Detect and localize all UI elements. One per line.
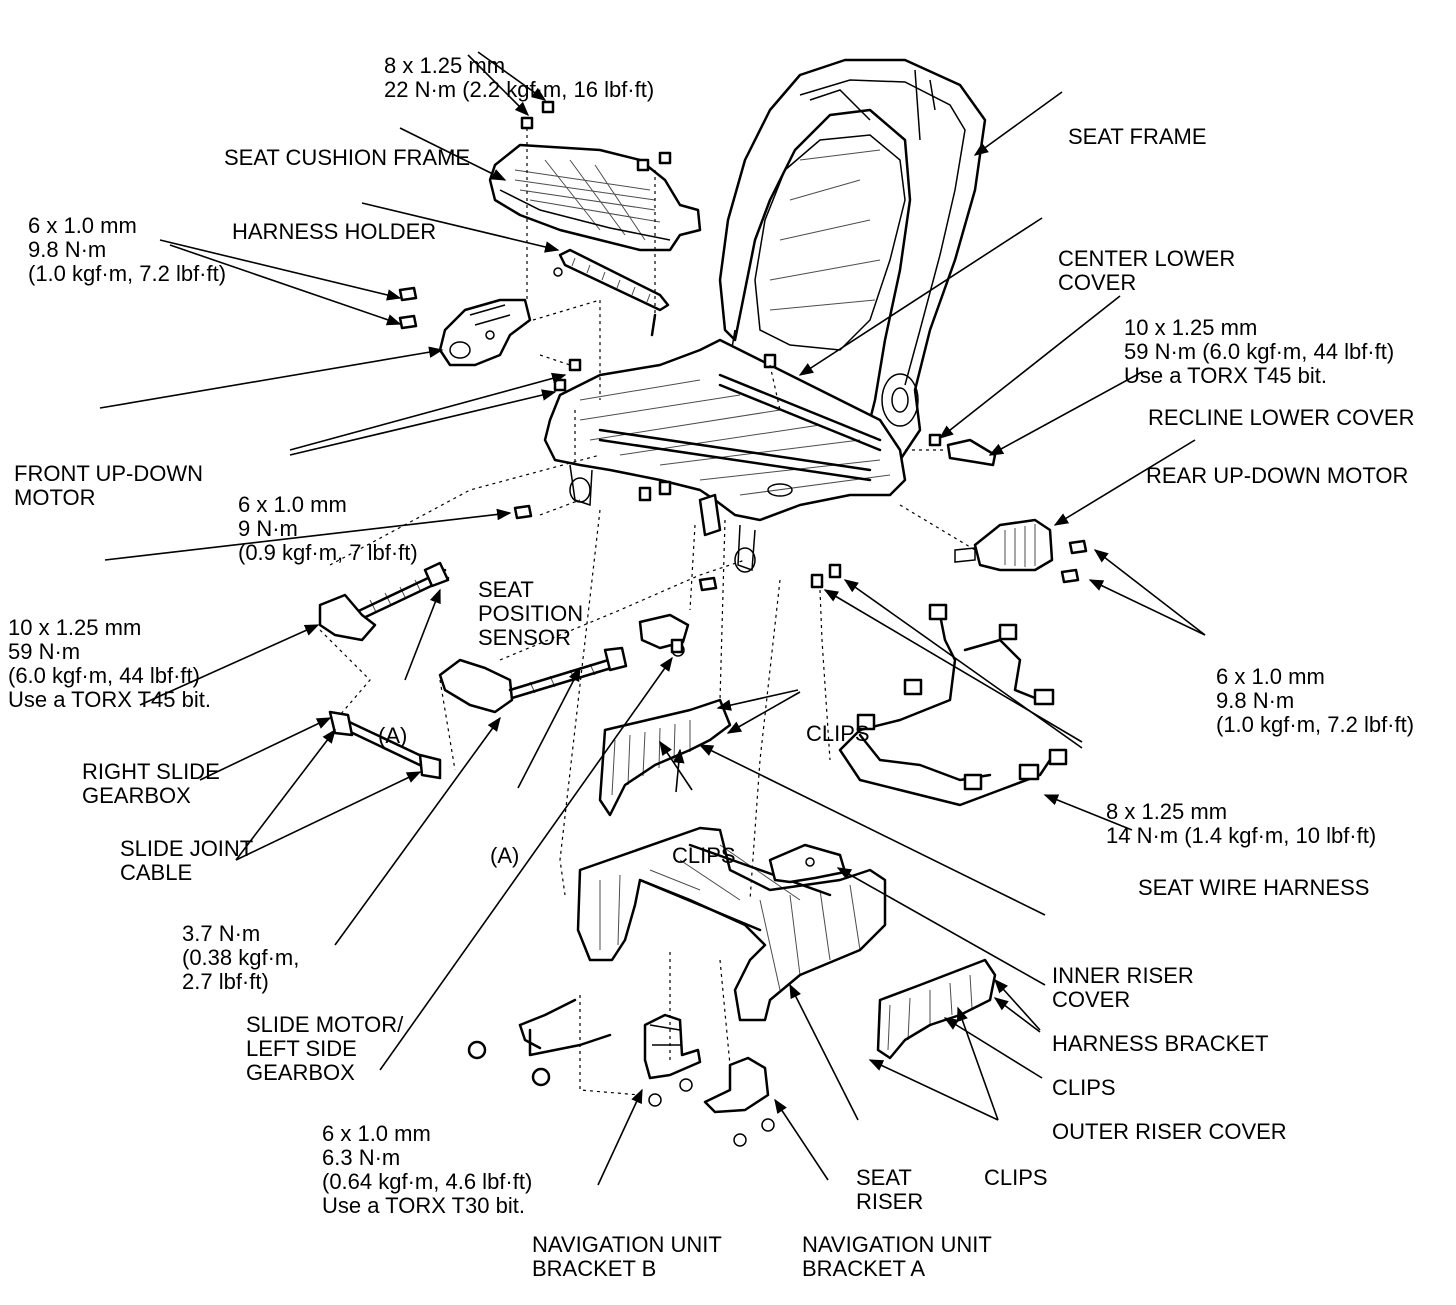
right-slide-gearbox-part (318, 561, 450, 642)
slide-joint-cable-part (328, 710, 442, 780)
recline-lower-cover-part (946, 438, 997, 467)
nav-u-bracket-part (467, 998, 612, 1087)
label-recline-lower-cover: RECLINE LOWER COVER (1148, 405, 1415, 430)
label-clips-inner-upper: CLIPS (806, 721, 870, 746)
seat-frame-part (718, 58, 987, 472)
label-harness-bracket: HARNESS BRACKET (1052, 1031, 1269, 1056)
outer-riser-cover-part (876, 958, 997, 1060)
label-seat-wire-harness: SEAT WIRE HARNESS (1138, 875, 1370, 900)
label-harness-holder: HARNESS HOLDER (232, 219, 437, 244)
label-a-upper: (A) (378, 723, 408, 748)
seat-wire-harness-part (838, 603, 1068, 807)
label-clips-outer-upper: CLIPS (1052, 1075, 1116, 1100)
inner-riser-cover-part (598, 698, 732, 817)
nav-bracket-b-part (643, 1013, 702, 1107)
diagram-artwork (99, 51, 1206, 1186)
front-up-down-motor-part (438, 298, 532, 367)
label-a-lower: (A) (490, 843, 520, 868)
harness-holder-part (553, 248, 670, 337)
lower-frame-part (543, 338, 907, 573)
label-seat-cushion-frame: SEAT CUSHION FRAME (224, 145, 471, 170)
label-clips-inner-lower: CLIPS (672, 843, 736, 868)
leader-lines (99, 51, 1206, 1186)
seat-riser-part (576, 826, 887, 1022)
label-rear-up-down-motor: REAR UP-DOWN MOTOR (1146, 463, 1409, 488)
slide-motor-part (438, 646, 628, 714)
alignment-lines (319, 128, 976, 1096)
label-seat-frame: SEAT FRAME (1068, 124, 1207, 149)
label-clips-outer-lower: CLIPS (984, 1165, 1048, 1190)
label-outer-riser-cover: OUTER RISER COVER (1052, 1119, 1287, 1144)
rear-up-down-motor-part (954, 518, 1054, 572)
label-cable-torque: 3.7 N·m(0.38 kgf·m,2.7 lbf·ft) (182, 921, 300, 994)
nav-bracket-a-part (703, 1056, 775, 1147)
harness-bracket-part (768, 843, 847, 884)
